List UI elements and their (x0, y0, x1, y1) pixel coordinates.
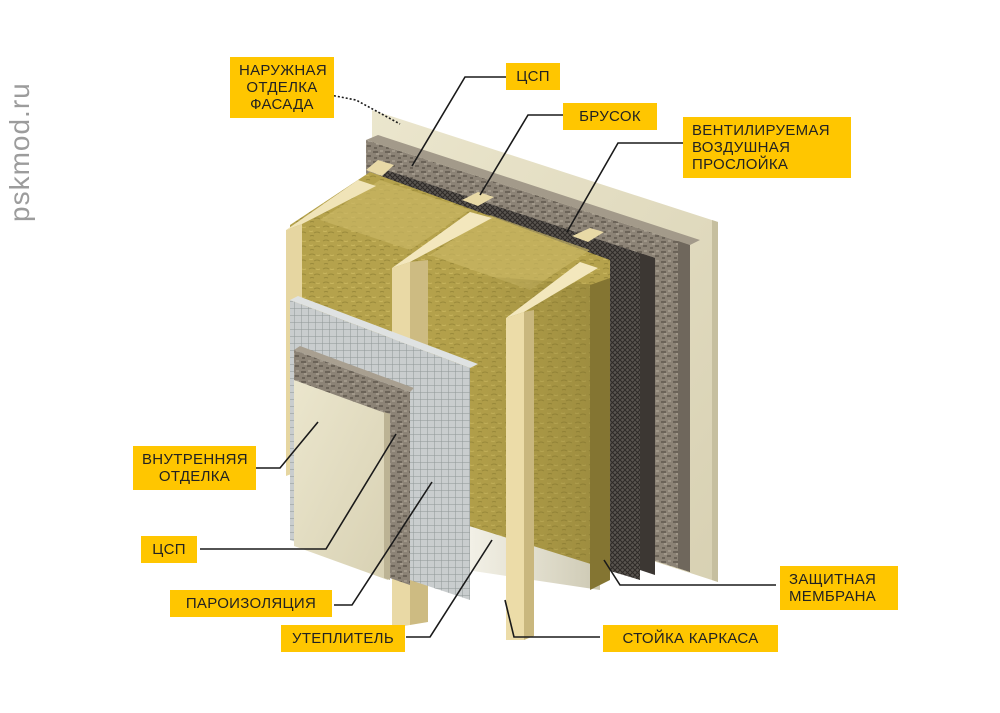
leader-vapor-barrier (334, 481, 433, 606)
leader-exterior-finish (329, 94, 401, 125)
leader-interior-finish (256, 421, 319, 469)
label-interior-finish: ВНУТРЕННЯЯ ОТДЕЛКА (133, 446, 256, 490)
leader-membrane (603, 559, 776, 586)
label-csp-inner: ЦСП (141, 536, 197, 563)
label-vent-gap: ВЕНТИЛИРУЕМАЯ ВОЗДУШНАЯ ПРОСЛОЙКА (683, 117, 851, 178)
leader-lines (200, 76, 776, 638)
label-bar: БРУСОК (563, 103, 657, 130)
label-csp-outer: ЦСП (506, 63, 560, 90)
leader-csp-inner (200, 433, 397, 550)
leader-frame-post (504, 599, 600, 638)
label-frame-post: СТОЙКА КАРКАСА (603, 625, 778, 652)
watermark-text: pskmod.ru (4, 82, 35, 222)
label-vapor-barrier: ПАРОИЗОЛЯЦИЯ (170, 590, 332, 617)
label-membrane: ЗАЩИТНАЯ МЕМБРАНА (780, 566, 898, 610)
battens (366, 160, 604, 242)
leader-vent-gap (566, 142, 684, 233)
interior-finish-panel (294, 380, 390, 580)
leader-bar (479, 114, 566, 196)
leader-csp-outer (411, 76, 510, 167)
leader-insulation (406, 539, 493, 638)
label-exterior-finish: НАРУЖНАЯ ОТДЕЛКА ФАСАДА (230, 57, 334, 118)
frame-post-right (506, 262, 598, 640)
label-insulation: УТЕПЛИТЕЛЬ (281, 625, 405, 652)
